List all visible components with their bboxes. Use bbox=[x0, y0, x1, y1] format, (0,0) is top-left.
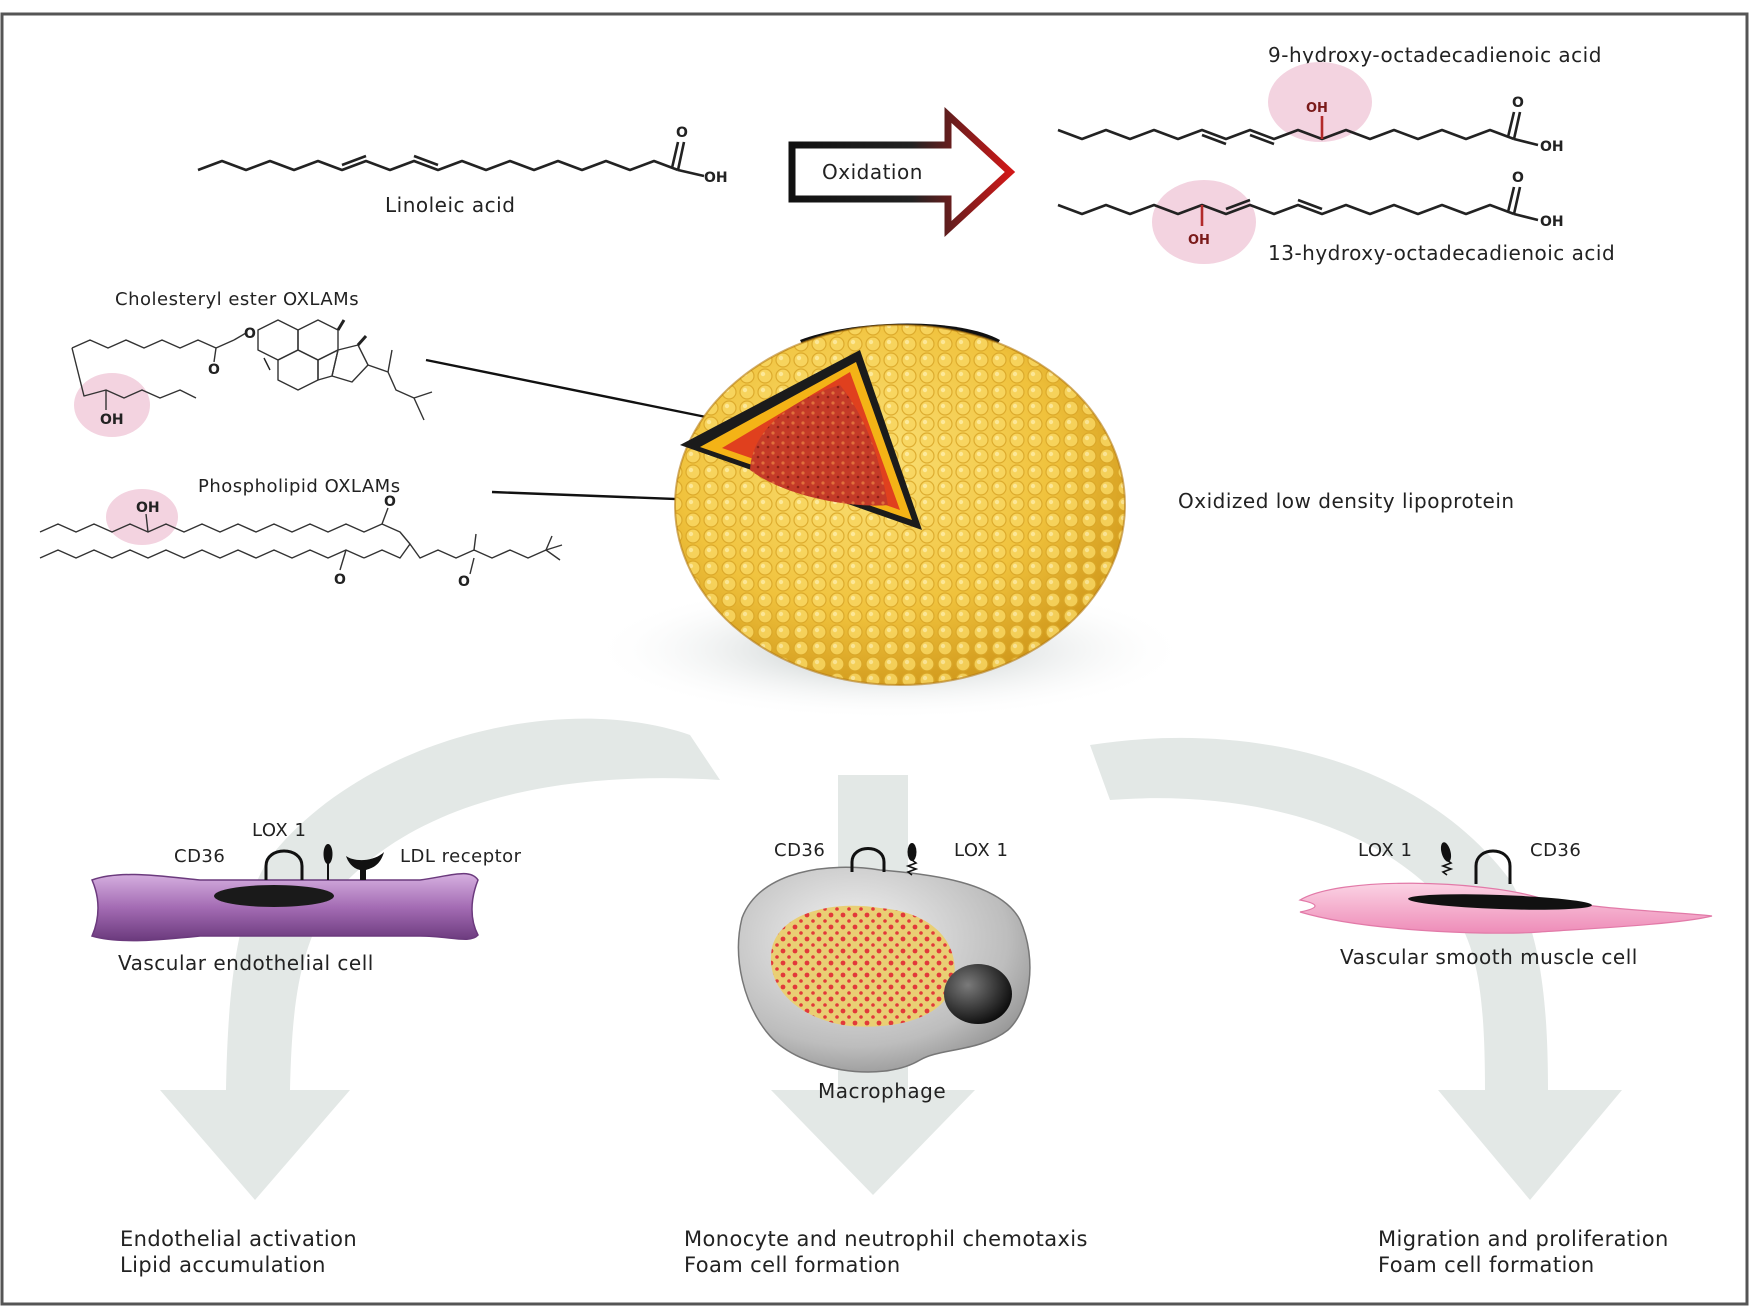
cholesteryl-o2: O bbox=[244, 326, 256, 342]
hode13-structure: OH O OH 13-hydroxy-octadecadienoic acid bbox=[1057, 170, 1615, 265]
linoleic-carbonyl-o: O bbox=[676, 125, 688, 141]
endothelial-cell: LOX 1 CD36 LDL receptor Vascular endothe… bbox=[90, 820, 522, 975]
hode9-acid-oh: OH bbox=[1540, 139, 1564, 155]
smooth-muscle-cell: LOX 1 CD36 Vascular smooth muscle cell bbox=[1298, 840, 1713, 969]
flow-arrow-right bbox=[1090, 737, 1622, 1200]
hode13-label: 13-hydroxy-octadecadienoic acid bbox=[1268, 241, 1615, 265]
cholesteryl-ester-structure: Cholesteryl ester OXLAMs OH O O bbox=[71, 289, 433, 437]
endothelial-cell-label: Vascular endothelial cell bbox=[118, 951, 374, 975]
phospholipid-structure: Phospholipid OXLAMs OH O O O bbox=[39, 476, 563, 590]
macrophage-lox1-receptor bbox=[907, 843, 917, 861]
smooth-muscle-nucleus bbox=[1408, 894, 1592, 910]
macrophage-lipid-droplets bbox=[770, 905, 955, 1027]
outcome-middle-line-1: Monocyte and neutrophil chemotaxis bbox=[684, 1227, 1088, 1251]
outcome-left-line-1: Endothelial activation bbox=[120, 1227, 357, 1251]
outcome-left-line-2: Lipid accumulation bbox=[120, 1253, 326, 1277]
macrophage-lox1-label: LOX 1 bbox=[954, 840, 1008, 861]
cholesteryl-oh: OH bbox=[100, 412, 124, 428]
macrophage-label: Macrophage bbox=[818, 1079, 946, 1103]
phospholipid-oh-highlight bbox=[106, 489, 178, 545]
macrophage-cd36-receptor bbox=[850, 847, 886, 872]
endothelial-cd36-label: CD36 bbox=[174, 846, 225, 867]
outcome-middle-line-2: Foam cell formation bbox=[684, 1253, 901, 1277]
hode9-oh: OH bbox=[1306, 101, 1328, 116]
outcome-middle: Monocyte and neutrophil chemotaxis Foam … bbox=[684, 1227, 1088, 1277]
hode9-structure: 9-hydroxy-octadecadienoic acid OH O OH bbox=[1057, 43, 1601, 155]
cholesteryl-o1: O bbox=[208, 362, 220, 378]
phospholipid-o2: O bbox=[334, 572, 346, 588]
macrophage-cd36-label: CD36 bbox=[774, 840, 825, 861]
oxidation-arrow: Oxidation bbox=[788, 107, 1016, 237]
endothelial-lox1-receptor bbox=[323, 844, 333, 864]
smooth-muscle-cd36-receptor bbox=[1474, 849, 1512, 884]
hode13-oh-highlight bbox=[1152, 180, 1256, 264]
hode13-acid-oh: OH bbox=[1540, 214, 1564, 230]
endothelial-ldlr-label: LDL receptor bbox=[400, 846, 522, 867]
cholesteryl-oh-highlight bbox=[74, 373, 150, 437]
endothelial-nucleus bbox=[214, 885, 334, 907]
smooth-muscle-cd36-label: CD36 bbox=[1530, 840, 1581, 861]
phospholipid-o3: O bbox=[458, 574, 470, 590]
endothelial-cd36-receptor bbox=[264, 849, 304, 880]
macrophage: CD36 LOX 1 Macrophage bbox=[737, 840, 1031, 1103]
phospholipid-oh: OH bbox=[136, 500, 160, 516]
ldl-lipid-core bbox=[750, 385, 888, 506]
linoleic-oh: OH bbox=[704, 170, 728, 186]
outcome-right-line-2: Foam cell formation bbox=[1378, 1253, 1595, 1277]
endothelial-cell-body bbox=[90, 872, 479, 942]
oxldl-particle: Oxidized low density lipoprotein bbox=[590, 323, 1515, 720]
phospholipid-o1: O bbox=[384, 494, 396, 510]
hode13-carbonyl-o: O bbox=[1512, 170, 1524, 186]
outcome-right: Migration and proliferation Foam cell fo… bbox=[1378, 1227, 1669, 1277]
phospholipid-label: Phospholipid OXLAMs bbox=[198, 476, 401, 497]
linoleic-acid-structure: O OH Linoleic acid bbox=[197, 125, 728, 217]
smooth-muscle-lox1-receptor bbox=[1440, 842, 1452, 862]
hode9-carbonyl-o: O bbox=[1512, 95, 1524, 111]
linoleic-acid-label: Linoleic acid bbox=[385, 193, 515, 217]
flow-arrow-left bbox=[160, 718, 720, 1200]
figure-frame bbox=[0, 12, 1749, 1306]
outcome-left: Endothelial activation Lipid accumulatio… bbox=[120, 1227, 357, 1277]
smooth-muscle-cell-label: Vascular smooth muscle cell bbox=[1340, 945, 1638, 969]
endothelial-ldl-receptor bbox=[346, 852, 384, 880]
outcome-right-line-1: Migration and proliferation bbox=[1378, 1227, 1669, 1251]
cholesteryl-label: Cholesteryl ester OXLAMs bbox=[115, 289, 359, 310]
hode13-oh: OH bbox=[1188, 233, 1210, 248]
oxidation-label: Oxidation bbox=[822, 160, 923, 184]
smooth-muscle-lox1-label: LOX 1 bbox=[1358, 840, 1412, 861]
endothelial-lox1-label: LOX 1 bbox=[252, 820, 306, 841]
oxldl-label: Oxidized low density lipoprotein bbox=[1178, 489, 1515, 513]
macrophage-nucleus bbox=[944, 964, 1012, 1024]
hode9-oh-highlight bbox=[1268, 62, 1372, 142]
